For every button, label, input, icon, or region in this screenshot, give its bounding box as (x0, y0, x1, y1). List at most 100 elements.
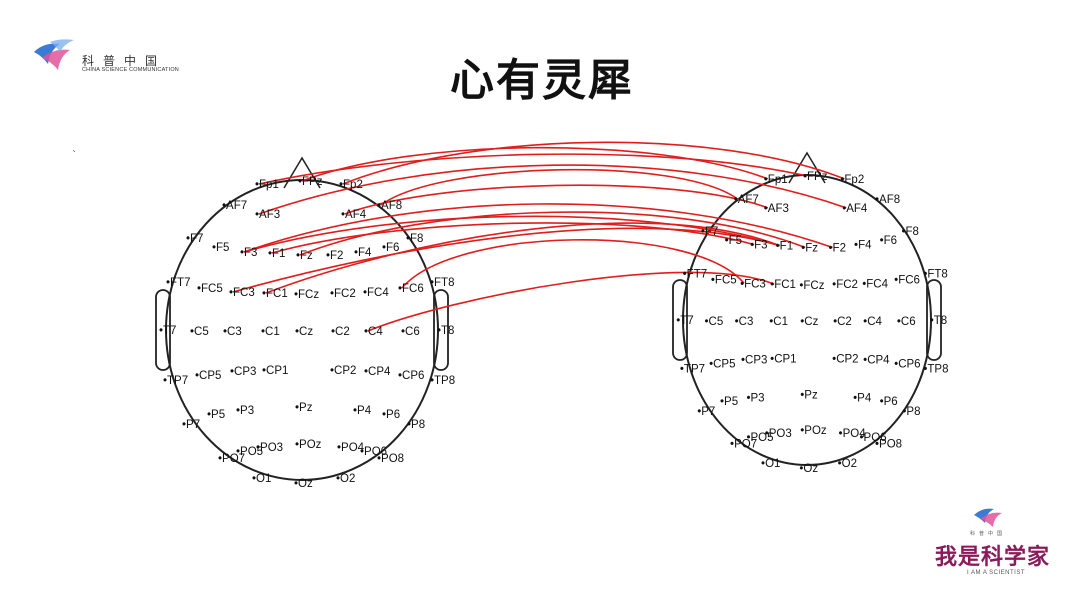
left-electrode-p6: •P6 (382, 409, 400, 421)
left-head-outline (165, 179, 439, 481)
left-electrode-t8: •T8 (437, 325, 454, 337)
left-electrode-cz: •Cz (295, 326, 313, 338)
right-electrode-po5: •PO5 (746, 432, 773, 444)
left-electrode-fc6: •FC6 (398, 283, 424, 295)
right-electrode-cp6: •CP6 (894, 359, 920, 371)
slide-title: 心有灵犀 (450, 55, 634, 106)
left-electrode-fp1: •Fp1 (255, 179, 279, 191)
left-electrode-tp8: •TP8 (430, 375, 455, 387)
right-electrode-tp8: •TP8 (923, 363, 948, 375)
connection-af3-af4 (258, 164, 847, 215)
right-electrode-cp3: •CP3 (741, 355, 767, 367)
right-electrode-po6: •PO6 (860, 432, 887, 444)
right-electrode-af7: •AF7 (734, 194, 759, 206)
right-electrode-c4: •C4 (863, 316, 882, 328)
right-electrode-t7: •T7 (676, 315, 693, 327)
left-electrode-f5: •F5 (212, 242, 229, 254)
left-electrode-po3: •PO3 (256, 442, 283, 454)
ribbon-logo-icon (34, 39, 74, 70)
left-head (155, 156, 449, 481)
right-electrode-c2: •C2 (833, 316, 852, 328)
connection-af8-af7 (380, 168, 739, 206)
left-electrode-c1: •C1 (261, 326, 280, 338)
left-electrode-c4: •C4 (364, 326, 383, 338)
logo-en-text: CHINA SCIENCE COMMUNICATION (82, 67, 179, 73)
left-electrode-cp4: •CP4 (364, 366, 391, 378)
right-electrode-fpz: •FPz (803, 171, 828, 183)
right-electrode-af3: •AF3 (764, 203, 789, 215)
right-right-ear (926, 279, 942, 361)
left-electrode-fcz: •FCz (294, 289, 319, 301)
right-electrode-fz: •Fz (801, 243, 818, 255)
right-electrode-cp4: •CP4 (863, 355, 890, 367)
right-electrode-p7: •P7 (697, 406, 715, 418)
left-electrode-af4: •AF4 (341, 209, 367, 221)
right-electrode-tp7: •TP7 (680, 363, 705, 375)
left-right-ear (433, 289, 449, 371)
right-electrode-ft7: •FT7 (683, 269, 707, 281)
connection-fc3-f1 (232, 227, 780, 293)
connection-f3-f2 (243, 203, 833, 253)
right-electrode-p6: •P6 (880, 396, 898, 408)
left-left-ear (155, 289, 171, 371)
left-electrode-cp3: •CP3 (230, 366, 256, 378)
left-electrode-fc1: •FC1 (262, 288, 288, 300)
left-electrode-c5: •C5 (190, 326, 209, 338)
left-electrode-pz: •Pz (295, 402, 313, 414)
right-electrode-poz: •POz (800, 425, 827, 437)
left-electrode-po5: •PO5 (236, 446, 263, 458)
left-electrode-po6: •PO6 (360, 446, 387, 458)
left-electrode-c2: •C2 (331, 326, 350, 338)
electrode-labels: •Fp1 •FPz •Fp2 •AF7 •AF3 •AF4 •AF8 •F7 •F5 •F3 •F1… (159, 171, 948, 490)
left-electrode-po7: •PO7 (218, 453, 245, 465)
right-electrode-f1: •F1 (776, 241, 793, 253)
head-outlines (155, 151, 942, 481)
right-electrode-cp2: •CP2 (832, 354, 858, 366)
left-electrode-f2: •F2 (326, 250, 343, 262)
left-electrode-af8: •AF8 (377, 200, 402, 212)
left-electrode-af7: •AF7 (222, 200, 247, 212)
left-electrode-f7: •F7 (186, 233, 203, 245)
right-electrode-f5: •F5 (725, 235, 742, 247)
right-head-outline (682, 174, 932, 466)
right-electrode-po7: •PO7 (730, 439, 757, 451)
right-electrode-p5: •P5 (720, 396, 738, 408)
right-electrode-po3: •PO3 (765, 428, 792, 440)
connection-lines (232, 141, 847, 332)
left-electrode-ft7: •FT7 (166, 277, 190, 289)
right-electrode-po8: •PO8 (875, 439, 902, 451)
connection-f1-f3 (271, 222, 755, 254)
right-electrode-f7: •F7 (701, 226, 718, 238)
left-electrode-p8: •P8 (407, 419, 425, 431)
right-electrode-f3: •F3 (750, 240, 767, 252)
left-electrode-f1: •F1 (268, 248, 285, 260)
left-electrode-p3: •P3 (236, 405, 254, 417)
right-electrode-cp5: •CP5 (709, 359, 735, 371)
right-electrode-c3: •C3 (735, 316, 754, 328)
right-left-ear (672, 279, 688, 361)
right-electrode-p4: •P4 (853, 392, 872, 404)
right-electrode-p8: •P8 (902, 406, 920, 418)
left-electrode-o2: •O2 (336, 473, 355, 485)
left-electrode-fc4: •FC4 (363, 287, 389, 299)
connection-fp1-fpz (258, 153, 808, 185)
china-science-logo: 科普中国 CHINA SCIENCE COMMUNICATION (30, 38, 200, 78)
right-electrode-oz: •Oz (799, 463, 818, 475)
left-electrode-o1: •O1 (252, 473, 271, 485)
right-electrode-fc2: •FC2 (832, 279, 858, 291)
right-electrode-po4: •PO4 (839, 428, 867, 440)
left-electrode-fp2: •Fp2 (339, 179, 363, 191)
right-electrode-f8: •F8 (901, 226, 918, 238)
right-electrode-f4: •F4 (854, 240, 872, 252)
right-electrode-f2: •F2 (829, 243, 846, 255)
right-electrode-cz: •Cz (800, 316, 818, 328)
left-electrode-fc5: •FC5 (197, 283, 223, 295)
stray-mark: ` (72, 150, 77, 161)
left-electrode-p5: •P5 (207, 409, 225, 421)
left-electrode-fz: •Fz (296, 250, 313, 262)
right-electrode-o1: •O1 (761, 458, 780, 470)
right-head (672, 151, 942, 466)
right-electrode-ft8: •FT8 (923, 269, 947, 281)
connection-fpz-fp1 (301, 146, 769, 182)
